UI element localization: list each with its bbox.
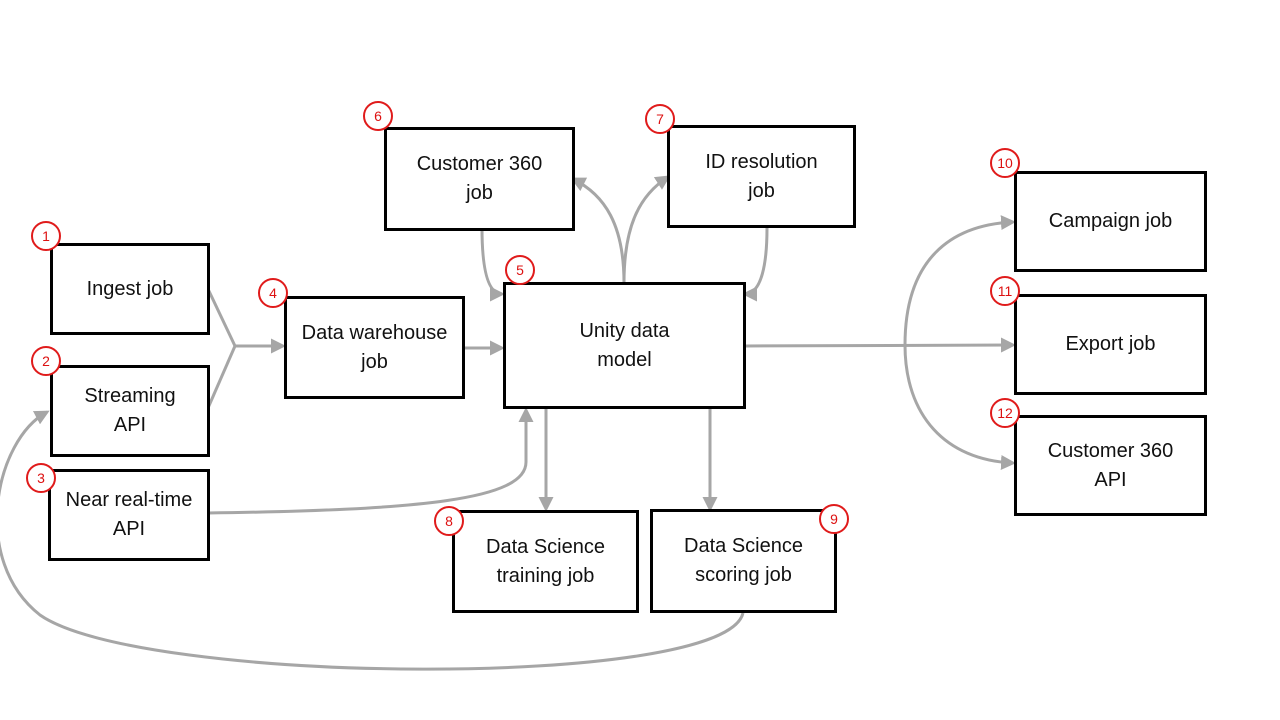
badge-9: 9: [819, 504, 849, 534]
node-id-resolution-job: ID resolution job: [667, 125, 856, 228]
badge-4: 4: [258, 278, 288, 308]
badge-11: 11: [990, 276, 1020, 306]
edge-unity-to-export: [744, 337, 1016, 353]
node-customer-360-api: Customer 360 API: [1014, 415, 1207, 516]
node-ds-training-job: Data Science training job: [452, 510, 639, 613]
edge-streaming-to-merge: [206, 345, 237, 409]
badge-2: 2: [31, 346, 61, 376]
edge-unity-to-idres: [622, 175, 671, 284]
badge-12: 12: [990, 398, 1020, 428]
badge-1: 1: [31, 221, 61, 251]
edge-to-c360api: [903, 344, 1016, 470]
node-customer-360-job: Customer 360 job: [384, 127, 575, 231]
badge-6: 6: [363, 101, 393, 131]
edge-unity-to-c360job: [570, 177, 626, 284]
badge-7: 7: [645, 104, 675, 134]
node-near-real-time-api: Near real-time API: [48, 469, 210, 561]
edge-idres-to-unity: [742, 227, 769, 302]
badge-8: 8: [434, 506, 464, 536]
node-unity-data-model: Unity data model: [503, 282, 746, 409]
node-streaming-api: Streaming API: [50, 365, 210, 457]
edge-ingest-to-merge: [206, 288, 237, 347]
badge-3: 3: [26, 463, 56, 493]
node-export-job: Export job: [1014, 294, 1207, 395]
node-campaign-job: Campaign job: [1014, 171, 1207, 272]
badge-10: 10: [990, 148, 1020, 178]
node-ds-scoring-job: Data Science scoring job: [650, 509, 837, 613]
edge-nrt-to-unity: [207, 407, 534, 515]
edge-to-campaign: [903, 215, 1016, 346]
edge-c360job-to-unity: [480, 227, 505, 302]
edge-dsscore-to-streaming: [0, 410, 745, 671]
node-ingest-job: Ingest job: [50, 243, 210, 335]
badge-5: 5: [505, 255, 535, 285]
node-data-warehouse-job: Data warehouse job: [284, 296, 465, 399]
